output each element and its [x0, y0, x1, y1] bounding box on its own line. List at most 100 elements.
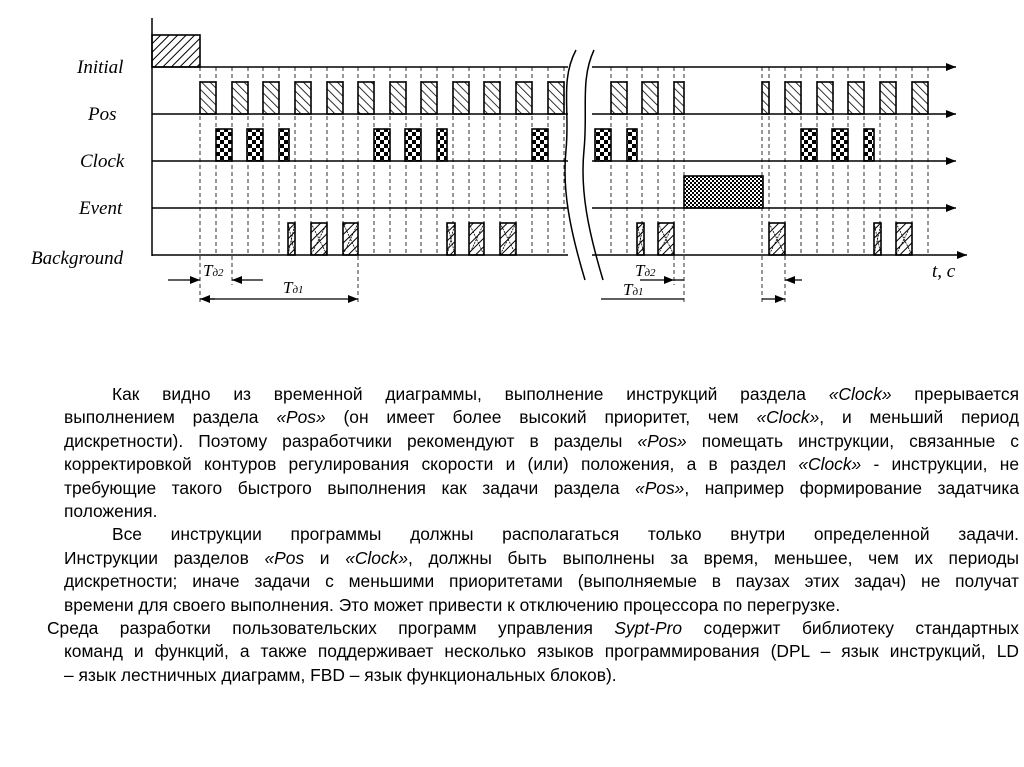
- pos-task-block: [262, 81, 280, 115]
- text-segment: (он имеет более высокий приоритет, чем: [325, 407, 757, 428]
- background-task-block: [499, 222, 517, 256]
- clock-task-block: [831, 128, 849, 162]
- signal-label-initial: Initial: [76, 57, 123, 78]
- text-line: корректировкой контуров регулирования ск…: [64, 453, 1019, 476]
- text-line: – язык лестничных диаграмм, FBD – язык ф…: [64, 664, 1019, 687]
- pos-task-block: [515, 81, 533, 115]
- text-line: времени для своего выполнения. Это может…: [64, 594, 1019, 617]
- background-task-block: [657, 222, 675, 256]
- clock-task-block: [215, 128, 233, 162]
- text-segment: дискретности). Поэтому разработчики реко…: [64, 430, 638, 451]
- text-line: Среда разработки пользовательских програ…: [47, 617, 1019, 640]
- background-task-block: [446, 222, 456, 256]
- signal-label-background: Background: [31, 248, 124, 269]
- italic-term: «Pos»: [637, 430, 687, 451]
- text-segment: Инструкции разделов: [64, 547, 265, 568]
- pos-task-block: [420, 81, 438, 115]
- pos-task-block: [673, 81, 685, 115]
- text-line: выполнением раздела «Pos» (он имеет боле…: [64, 406, 1019, 429]
- clock-task-block: [626, 128, 638, 162]
- italic-term: «Pos»: [276, 407, 326, 428]
- period-td1-left: Tд1: [200, 278, 358, 303]
- text-segment: Среда разработки пользовательских програ…: [47, 617, 615, 638]
- initial-task-block: [151, 34, 201, 68]
- td2-label: T: [203, 261, 214, 280]
- text-segment: положения.: [64, 500, 158, 521]
- text-segment: , должны быть выполнены за время, меньше…: [408, 547, 1019, 568]
- background-task-block: [873, 222, 882, 256]
- td1-label: T: [283, 278, 294, 297]
- body-text: Как видно из временной диаграммы, выполн…: [47, 383, 1019, 687]
- clock-task-block: [531, 128, 549, 162]
- signal-label-clock: Clock: [80, 151, 125, 172]
- italic-term: «Clock»: [345, 547, 409, 568]
- text-segment: помещать инструкции, связанные с: [686, 430, 1019, 451]
- td1-label-right: T: [623, 280, 634, 299]
- text-segment: команд и функций, а также поддерживает н…: [64, 641, 1019, 662]
- timing-diagram: Initial Pos Clock Event Background t, c …: [31, 18, 967, 305]
- pos-task-block: [547, 81, 565, 115]
- text-segment: и: [304, 547, 346, 568]
- text-segment: дискретности; иначе задачи с меньшими пр…: [64, 571, 1019, 592]
- text-line: команд и функций, а также поддерживает н…: [64, 640, 1019, 663]
- signal-label-event: Event: [78, 198, 123, 219]
- pos-task-block: [199, 81, 217, 115]
- text-segment: времени для своего выполнения. Это может…: [64, 594, 841, 615]
- period-td2-left: Tд2: [168, 261, 263, 284]
- text-segment: Как видно из временной диаграммы, выполн…: [112, 384, 829, 404]
- pos-task-block: [294, 81, 312, 115]
- text-segment: содержит библиотеку стандартных: [682, 617, 1020, 638]
- text-segment: выполнением раздела: [64, 407, 277, 428]
- italic-term: «Pos»: [635, 477, 685, 498]
- background-task-block: [287, 222, 296, 256]
- clock-task-block: [436, 128, 448, 162]
- text-segment: требующие такого быстрого выполнения как…: [64, 477, 636, 498]
- event-task-block: [683, 175, 764, 209]
- background-task-block: [468, 222, 485, 256]
- signal-label-pos: Pos: [87, 104, 117, 125]
- text-segment: корректировкой контуров регулирования ск…: [64, 454, 799, 475]
- text-segment: , и меньший период: [819, 407, 1019, 428]
- pos-task-block: [879, 81, 897, 115]
- background-task-block: [768, 222, 786, 256]
- pos-task-block: [452, 81, 470, 115]
- pos-task-block: [641, 81, 659, 115]
- clock-task-block: [800, 128, 818, 162]
- pos-task-block: [326, 81, 344, 115]
- text-segment: Все инструкции программы должны располаг…: [112, 524, 1019, 545]
- pos-task-block: [389, 81, 407, 115]
- italic-term: «Clock»: [828, 384, 892, 404]
- pos-task-block: [610, 81, 628, 115]
- italic-term: «Clock»: [756, 407, 820, 428]
- axis-break-symbol: [564, 49, 604, 281]
- text-segment: – язык лестничных диаграмм, FBD – язык ф…: [64, 664, 617, 685]
- svg-text:Tд1: Tд1: [623, 280, 644, 299]
- pos-task-block: [911, 81, 929, 115]
- pos-task-block: [784, 81, 802, 115]
- td2-label-right: T: [635, 261, 646, 280]
- pos-task-block: [231, 81, 249, 115]
- pos-task-block: [483, 81, 501, 115]
- background-task-block: [310, 222, 328, 256]
- italic-term: «Clock»: [798, 454, 862, 475]
- pos-task-block: [816, 81, 834, 115]
- text-line: положения.: [64, 500, 1019, 523]
- text-line: дискретности). Поэтому разработчики реко…: [64, 430, 1019, 453]
- background-task-block: [636, 222, 645, 256]
- clock-task-block: [404, 128, 422, 162]
- italic-term: Sypt-Pro: [614, 617, 683, 638]
- svg-text:Tд1: Tд1: [283, 278, 304, 297]
- text-segment: - инструкции, не: [861, 454, 1019, 475]
- clock-task-block: [278, 128, 290, 162]
- italic-term: «Pos: [264, 547, 305, 568]
- pos-task-block: [761, 81, 770, 115]
- axes: [151, 18, 967, 259]
- text-line: Все инструкции программы должны располаг…: [64, 523, 1019, 546]
- clock-task-block: [373, 128, 391, 162]
- period-arrows-right: [762, 276, 802, 303]
- text-line: Инструкции разделов «Pos и «Clock», долж…: [64, 547, 1019, 570]
- period-td2-right: Tд2 Tд1: [601, 261, 684, 300]
- svg-text:Tд2: Tд2: [635, 261, 656, 280]
- pos-task-block: [357, 81, 375, 115]
- pos-task-block: [847, 81, 865, 115]
